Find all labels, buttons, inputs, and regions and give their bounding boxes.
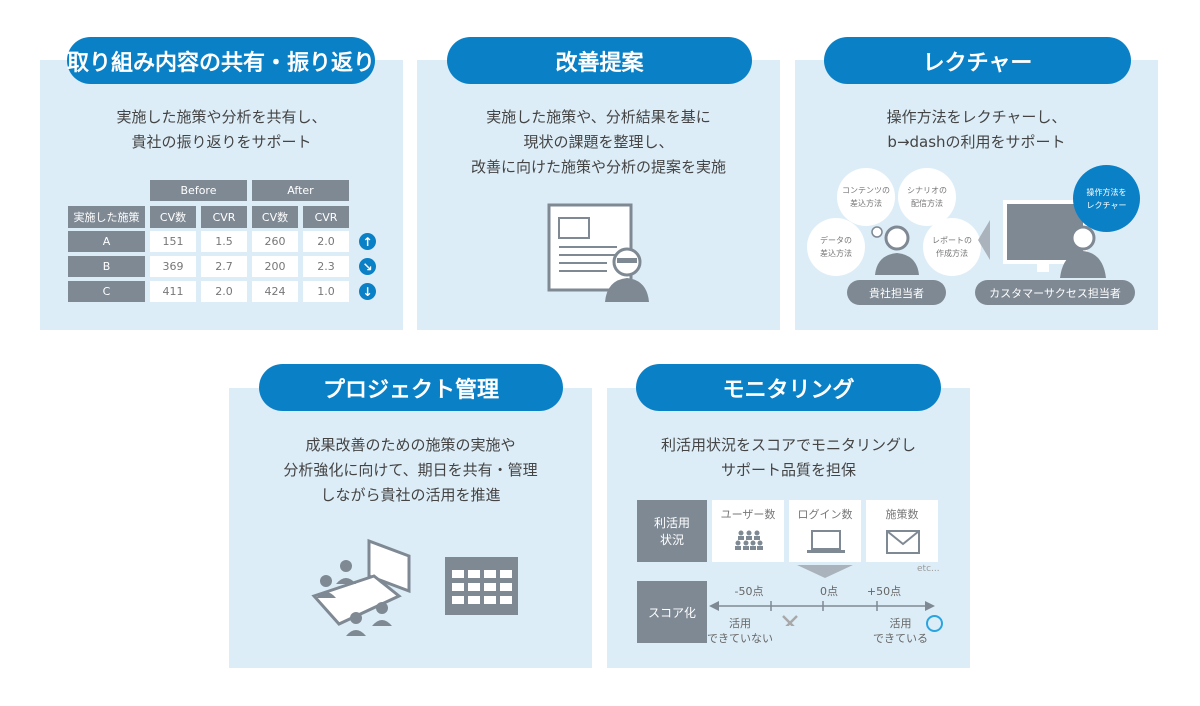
circle-icon bbox=[926, 615, 943, 632]
desc-line: 改善に向けた施策や分析の提案を実施 bbox=[470, 158, 726, 176]
bad-label: 活用 できていない bbox=[707, 617, 773, 645]
desc-line: b→dashの利用をサポート bbox=[887, 133, 1066, 151]
monitoring-desc: 利活用状況をスコアでモニタリングしサポート品質を担保 bbox=[607, 433, 970, 483]
panel-proposal: 実施した施策や、分析結果を基に現状の課題を整理し、改善に向けた施策や分析の提案を… bbox=[417, 60, 780, 330]
mail-icon bbox=[886, 530, 920, 554]
score-scale bbox=[709, 601, 935, 626]
table-cell: 2.3 bbox=[303, 256, 349, 277]
metric-label: ユーザー数 bbox=[720, 508, 776, 521]
desc-line: 実施した施策や分析を共有し、 bbox=[116, 108, 327, 126]
desc-line: しながら貴社の活用を推進 bbox=[320, 486, 501, 504]
table-header: CV数 bbox=[252, 206, 298, 228]
good-label: 活用 できている bbox=[873, 617, 928, 645]
table-cell: 260 bbox=[252, 231, 298, 252]
desc-line: 実施した施策や、分析結果を基に bbox=[486, 108, 711, 126]
bubble-report: レポートの 作成方法 bbox=[923, 218, 981, 276]
score-label: スコア化 bbox=[637, 581, 707, 643]
metric-label: 施策数 bbox=[885, 508, 919, 521]
cross-icon bbox=[782, 615, 798, 626]
row-label: A bbox=[68, 231, 145, 252]
metric-campaigns: 施策数 bbox=[866, 500, 938, 562]
table-header: CVR bbox=[201, 206, 247, 228]
table-header: CVR bbox=[303, 206, 349, 228]
group-after: After bbox=[252, 180, 349, 201]
desc-line: 貴社の振り返りをサポート bbox=[131, 133, 312, 151]
client-tag: 貴社担当者 bbox=[847, 280, 946, 305]
desc-line: 分析強化に向けて、期日を共有・管理 bbox=[283, 461, 538, 479]
panel-monitoring: 利活用状況をスコアでモニタリングしサポート品質を担保 利活用 状況 ユーザー数 … bbox=[607, 388, 970, 668]
bubble-text: レポートの 作成方法 bbox=[932, 236, 972, 258]
bubble-data: データの 差込方法 bbox=[807, 218, 865, 276]
laptop-icon bbox=[807, 530, 845, 553]
title-monitoring: モニタリング bbox=[636, 364, 941, 411]
usage-label: 利活用 状況 bbox=[637, 500, 707, 562]
sharing-desc: 実施した施策や分析を共有し、貴社の振り返りをサポート bbox=[40, 105, 403, 155]
title-project: プロジェクト管理 bbox=[259, 364, 563, 411]
trend-up-icon: ↑ bbox=[359, 233, 376, 250]
client-person-icon bbox=[871, 225, 919, 275]
monitor-icon bbox=[978, 200, 1106, 278]
desc-line: 操作方法をレクチャーし、 bbox=[886, 108, 1067, 126]
table-cell: 151 bbox=[150, 231, 196, 252]
desc-line: サポート品質を担保 bbox=[720, 461, 856, 479]
table-cell: 2.0 bbox=[303, 231, 349, 252]
tick-plus50: +50点 bbox=[866, 585, 902, 598]
bubble-text: データの 差込方法 bbox=[820, 236, 852, 258]
trend-down-right-icon: ↘ bbox=[359, 258, 376, 275]
lecture-desc: 操作方法をレクチャーし、 b→dashの利用をサポート bbox=[795, 105, 1158, 155]
bubble-content: コンテンツの 差込方法 bbox=[837, 168, 895, 226]
title-lecture: レクチャー bbox=[824, 37, 1131, 84]
calendar-icon bbox=[445, 557, 518, 615]
table-header: 実施した施策 bbox=[68, 206, 145, 228]
table-cell: 424 bbox=[252, 281, 298, 302]
panel-project: 成果改善のための施策の実施や分析強化に向けて、期日を共有・管理しながら貴社の活用… bbox=[229, 388, 592, 668]
metric-users: ユーザー数 bbox=[712, 500, 784, 562]
project-desc: 成果改善のための施策の実施や分析強化に向けて、期日を共有・管理しながら貴社の活用… bbox=[229, 433, 592, 508]
presenter-icon bbox=[547, 203, 649, 302]
etc-label: etc... bbox=[917, 564, 940, 574]
metric-logins: ログイン数 bbox=[789, 500, 861, 562]
proposal-desc: 実施した施策や、分析結果を基に現状の課題を整理し、改善に向けた施策や分析の提案を… bbox=[417, 105, 780, 180]
bubble-lecture: 操作方法を レクチャー bbox=[1073, 165, 1140, 232]
bubble-text: 操作方法を レクチャー bbox=[1086, 187, 1127, 210]
tick-0: 0点 bbox=[820, 585, 838, 598]
table-cell: 1.5 bbox=[201, 231, 247, 252]
bubble-scenario: シナリオの 配信方法 bbox=[898, 168, 956, 226]
desc-line: 利活用状況をスコアでモニタリングし bbox=[660, 436, 916, 454]
table-cell: 369 bbox=[150, 256, 196, 277]
title-sharing: 取り組み内容の共有・振り返り bbox=[67, 37, 375, 84]
group-before: Before bbox=[150, 180, 247, 201]
bubble-text: シナリオの 配信方法 bbox=[907, 186, 947, 208]
table-cell: 200 bbox=[252, 256, 298, 277]
table-cell: 2.7 bbox=[201, 256, 247, 277]
title-proposal: 改善提案 bbox=[447, 37, 752, 84]
bubble-text: コンテンツの 差込方法 bbox=[842, 186, 890, 208]
panel-lecture: 操作方法をレクチャーし、 b→dashの利用をサポート コンテンツの 差込方法 シ… bbox=[795, 60, 1158, 330]
desc-line: 現状の課題を整理し、 bbox=[523, 133, 674, 151]
row-label: B bbox=[68, 256, 145, 277]
table-cell: 411 bbox=[150, 281, 196, 302]
tick-minus50: -50点 bbox=[734, 585, 764, 598]
meeting-icon bbox=[311, 538, 411, 636]
table-header: CV数 bbox=[150, 206, 196, 228]
down-triangle-icon bbox=[797, 565, 853, 578]
trend-down-icon: ↓ bbox=[359, 283, 376, 300]
metric-label: ログイン数 bbox=[797, 508, 853, 521]
table-cell: 2.0 bbox=[201, 281, 247, 302]
cs-tag: カスタマーサクセス担当者 bbox=[975, 280, 1135, 305]
users-icon bbox=[735, 530, 763, 550]
table-cell: 1.0 bbox=[303, 281, 349, 302]
desc-line: 成果改善のための施策の実施や bbox=[305, 436, 516, 454]
row-label: C bbox=[68, 281, 145, 302]
